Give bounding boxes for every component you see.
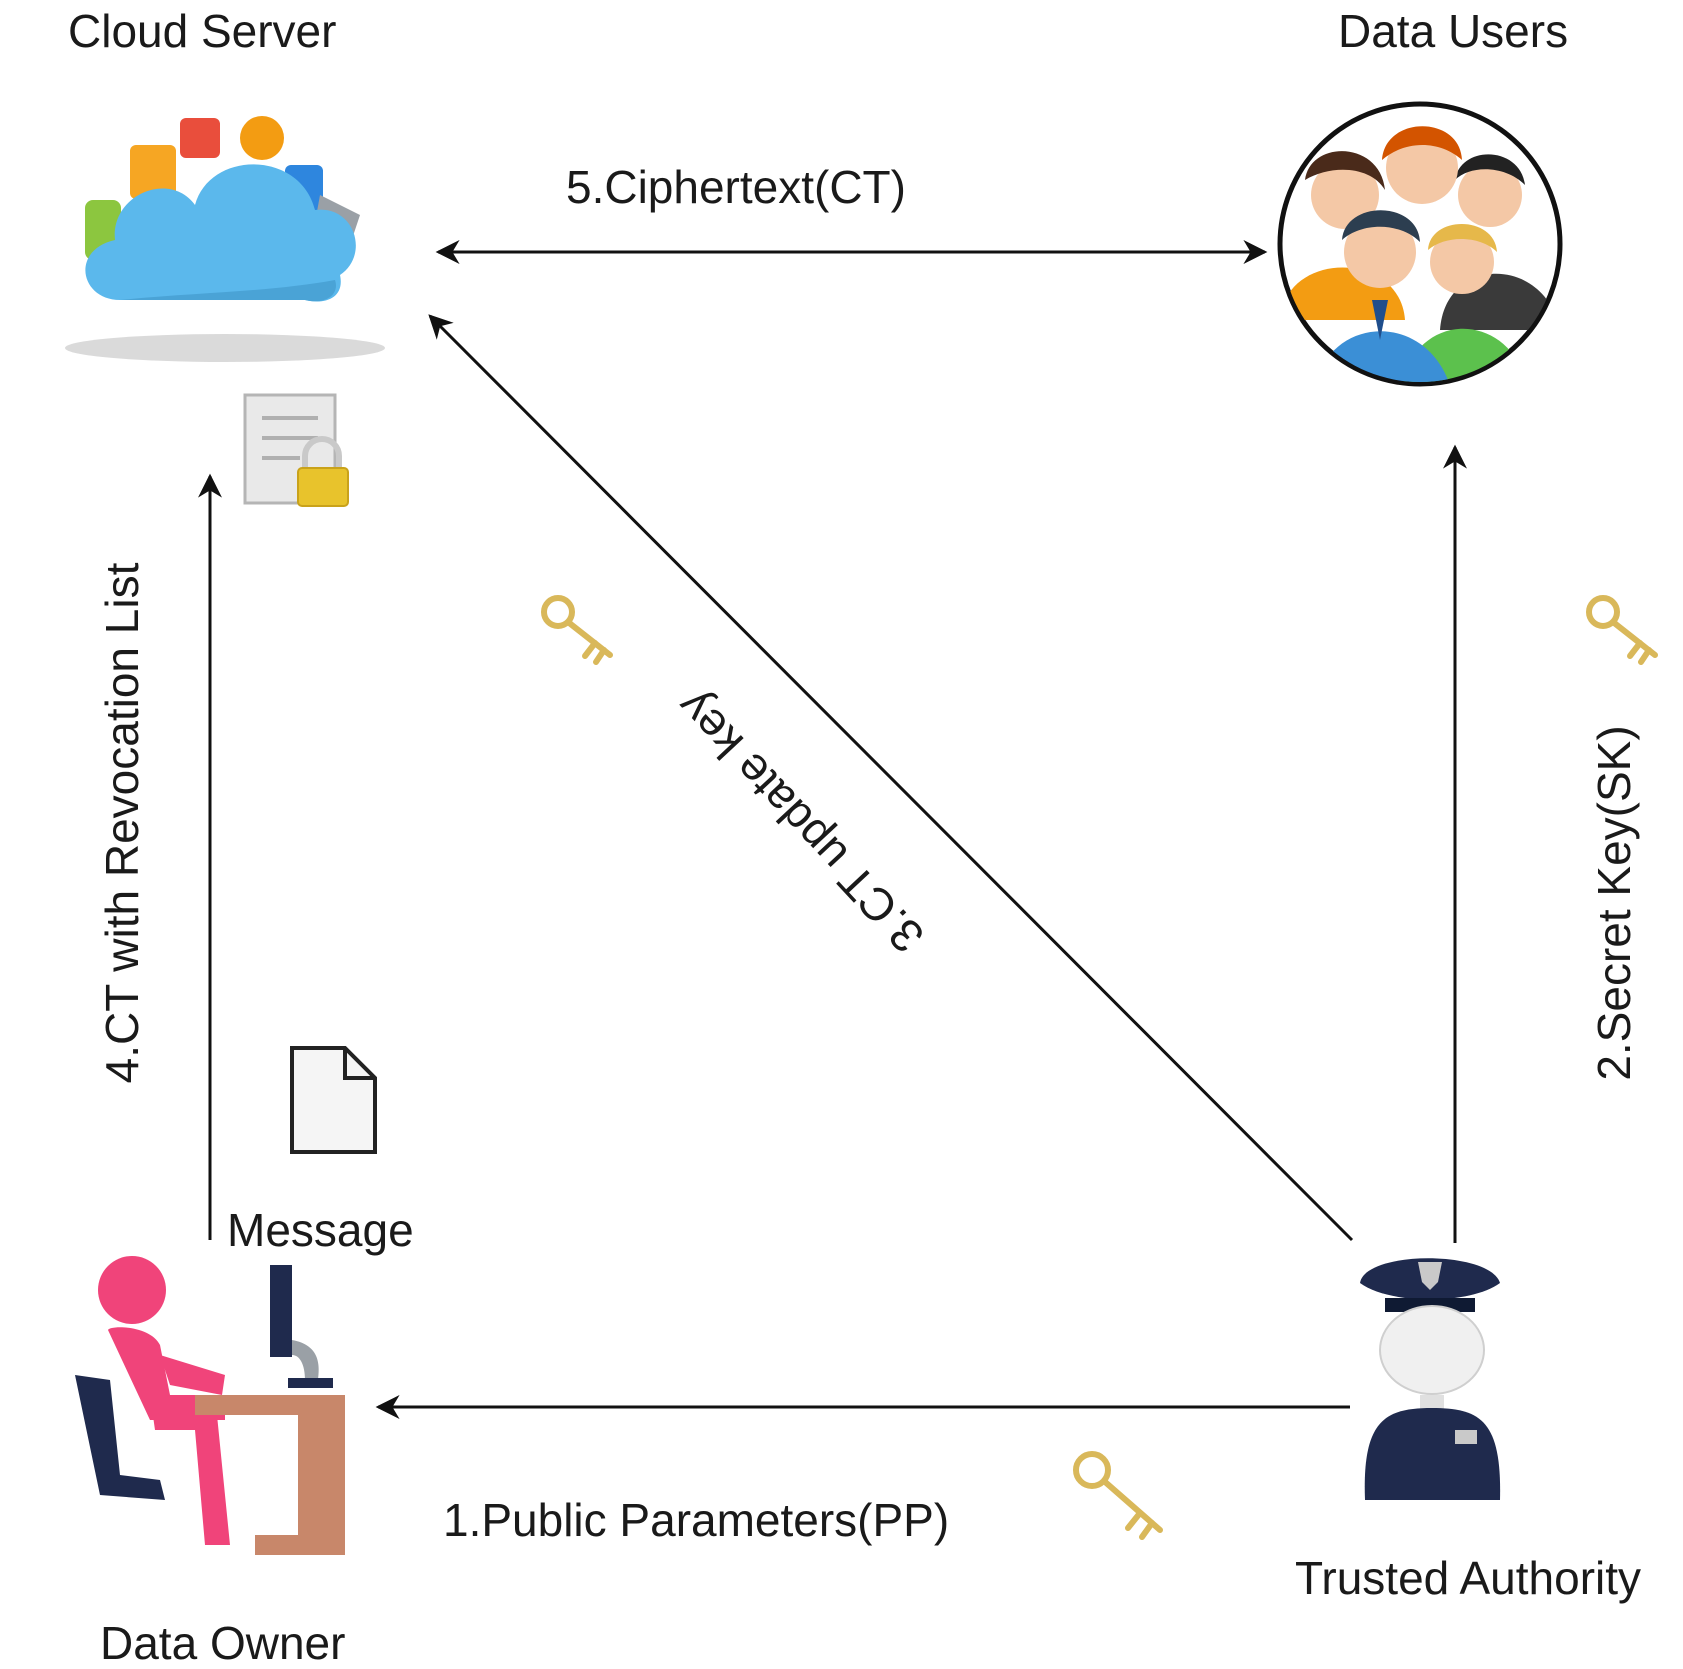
public-params-label: 1.Public Parameters(PP) xyxy=(443,1494,950,1546)
update-key-arrow xyxy=(428,314,1354,1242)
message-document-icon xyxy=(290,1046,377,1154)
revocation-label: 4.CT with Revocation List xyxy=(96,562,148,1084)
locked-document-icon xyxy=(243,393,349,507)
key-icon xyxy=(541,595,613,665)
data-users-label: Data Users xyxy=(1338,5,1569,57)
key-icon xyxy=(1586,595,1658,665)
ciphertext-label: 5.Ciphertext(CT) xyxy=(566,161,906,213)
message-label: Message xyxy=(227,1204,414,1256)
cloud-server-label: Cloud Server xyxy=(68,5,337,57)
person-at-desk-icon xyxy=(75,1256,345,1555)
key-icon xyxy=(1073,1451,1163,1540)
police-officer-icon xyxy=(1360,1258,1501,1500)
users-group-icon xyxy=(1277,101,1563,387)
trusted-authority-label: Trusted Authority xyxy=(1295,1552,1642,1604)
cloud-icon xyxy=(65,116,385,362)
arrows xyxy=(198,240,1467,1419)
secret-key-label: 2.Secret Key(SK) xyxy=(1588,725,1640,1081)
data-owner-label: Data Owner xyxy=(100,1617,346,1669)
